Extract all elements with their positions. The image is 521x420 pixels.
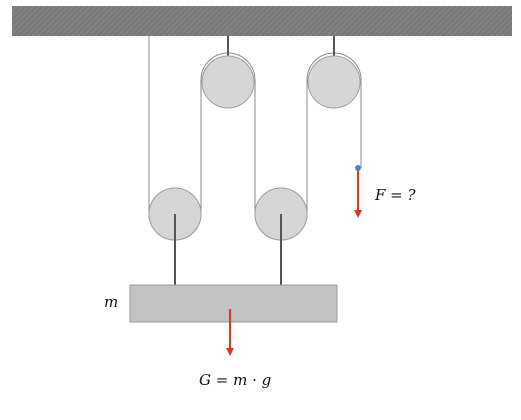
rope-end-dot [355, 165, 361, 171]
fixed-pulley-1 [201, 55, 255, 109]
fixed-pulley-2 [307, 55, 361, 109]
weight-label: G = m · g [199, 371, 271, 389]
mass-block [129, 284, 338, 323]
ceiling [12, 6, 512, 36]
force-label: F = ? [374, 186, 417, 204]
mass-label: m [104, 293, 118, 311]
